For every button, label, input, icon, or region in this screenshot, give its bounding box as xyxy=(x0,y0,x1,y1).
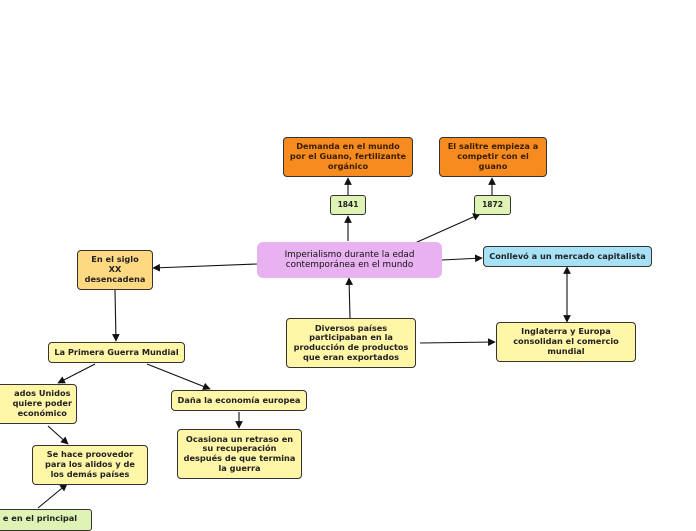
node-mercado-capitalista[interactable]: Conllevó a un mercado capitalista xyxy=(483,246,652,267)
node-retraso-recuperacion[interactable]: Ocasiona un retraso en su recuperación d… xyxy=(177,429,302,479)
edge-central-mercado xyxy=(441,254,483,263)
node-salitre[interactable]: El salitre empieza a competir con el gua… xyxy=(439,137,547,177)
node-siglo-xx[interactable]: En el siglo XX desencadena xyxy=(77,250,153,290)
edge-central-1872 xyxy=(414,213,481,244)
node-year-1872[interactable]: 1872 xyxy=(474,195,511,215)
node-proveedor-aliados[interactable]: Se hace proovedor para los alidos y de l… xyxy=(32,445,148,485)
edge-sigloxx-guerra xyxy=(112,289,120,342)
node-principal[interactable]: e en el principal xyxy=(0,509,92,531)
node-estados-unidos[interactable]: ados Unidos quiere poder económico xyxy=(0,384,77,424)
node-diversos-paises[interactable]: Diversos países participaban en la produ… xyxy=(286,318,416,368)
concept-map-edges xyxy=(37,177,571,509)
node-demanda-guano[interactable]: Demanda en el mundo por el Guano, fertil… xyxy=(283,137,413,177)
node-inglaterra-europa[interactable]: Inglaterra y Europa consolidan el comerc… xyxy=(496,322,636,362)
edge-guerra-dana xyxy=(146,363,211,391)
edge-diversos-central xyxy=(345,277,354,319)
edge-central-sigloxx xyxy=(152,263,258,272)
edge-guerra-eeuu xyxy=(57,363,96,384)
edge-principal-proveedor xyxy=(37,483,68,509)
node-primera-guerra[interactable]: La Primera Guerra Mundial xyxy=(48,342,185,363)
node-central-imperialismo[interactable]: Imperialismo durante la edad contemporán… xyxy=(257,242,442,278)
edge-eeuu-proveedor xyxy=(47,425,69,445)
node-year-1841[interactable]: 1841 xyxy=(330,195,366,215)
node-dana-economia[interactable]: Daña la economía europea xyxy=(171,390,307,411)
edge-diversos-inglaterra xyxy=(419,338,496,346)
